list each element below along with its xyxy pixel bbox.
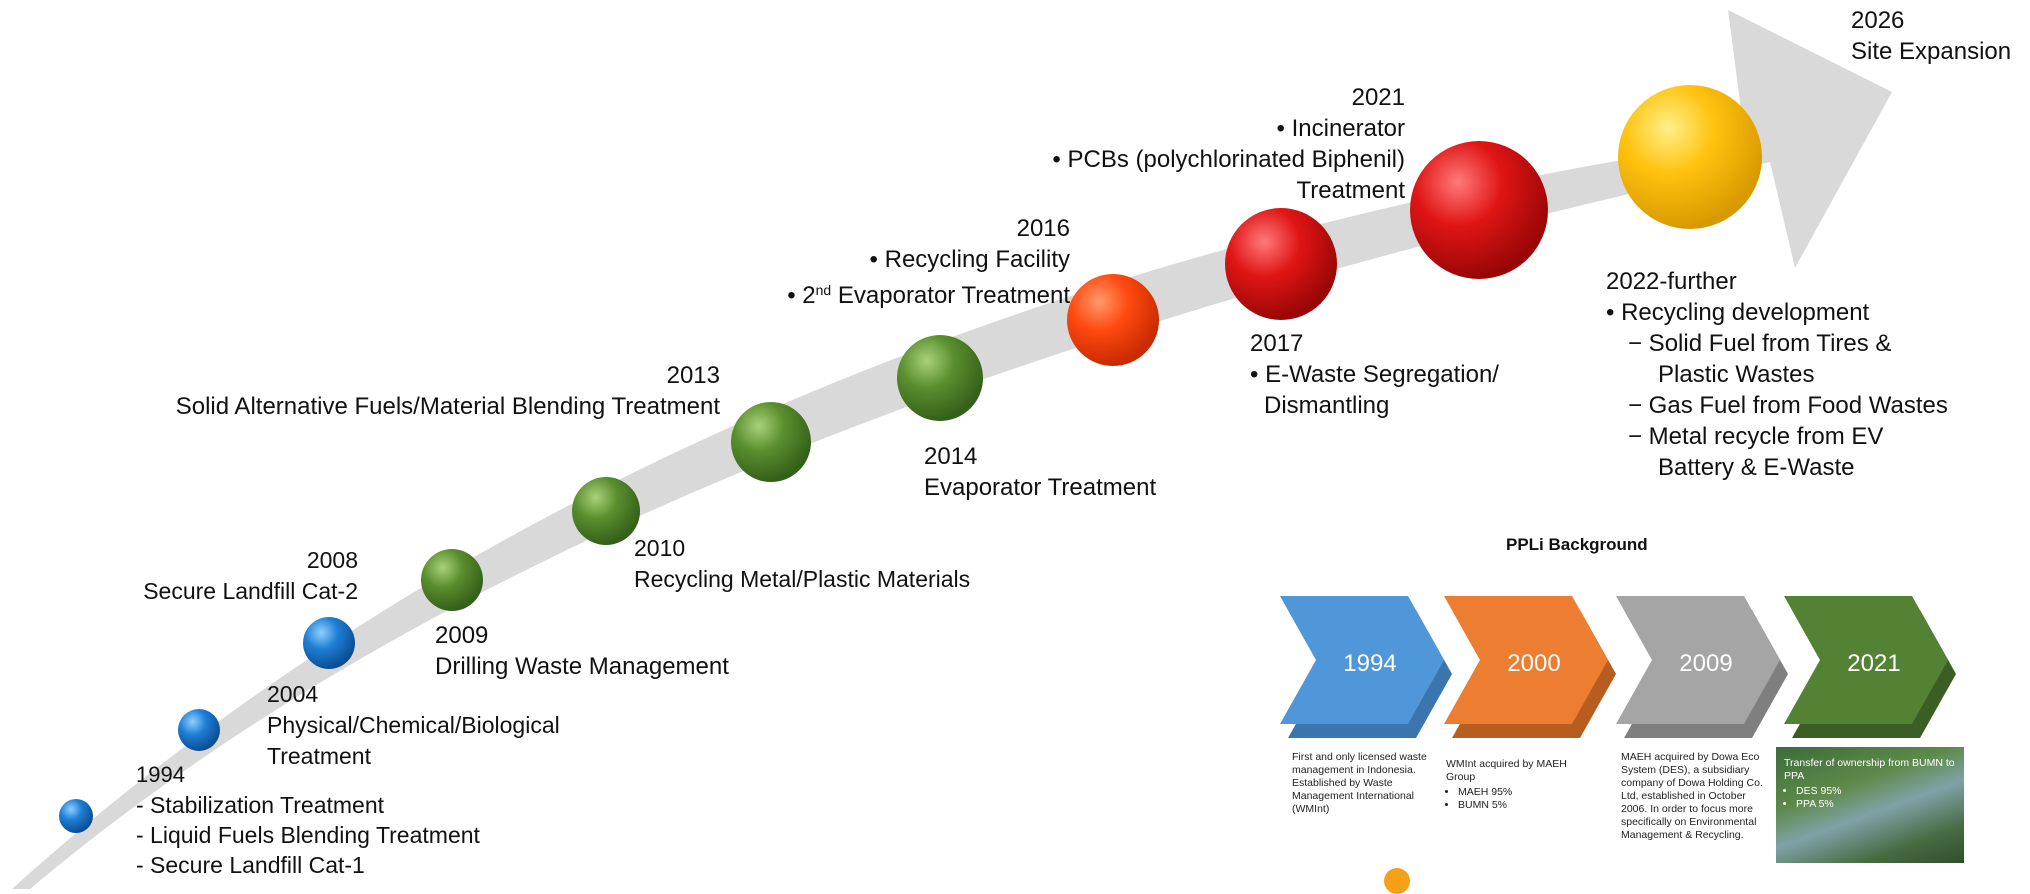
item-2022-1: • Recycling development (1606, 299, 1870, 326)
label-2008: 2008 Secure Landfill Cat-2 (100, 545, 358, 607)
item-2017-1b: Dismantling (1264, 392, 1390, 419)
ball-1994 (59, 799, 93, 833)
label-2010: 2010 Recycling Metal/Plastic Materials (634, 533, 970, 595)
ppli-chevrons: 1994 2000 2009 2021 (1280, 596, 1956, 738)
label-2013: 2013 Solid Alternative Fuels/Material Bl… (100, 360, 720, 422)
year-2009: 2009 (435, 622, 489, 649)
label-2021: 2021 • Incinerator • PCBs (polychlorinat… (950, 82, 1405, 206)
label-2016: 2016 • Recycling Facility • 2nd Evaporat… (700, 213, 1070, 311)
item-2021-2b: Treatment (1296, 177, 1405, 204)
chevron-2021-year: 2021 (1847, 650, 1900, 677)
ball-2004 (178, 709, 220, 751)
ppli-desc-2000-item-2: BUMN 5% (1458, 799, 1596, 812)
chevron-2009: 2009 (1616, 596, 1788, 738)
ball-2016 (1067, 274, 1159, 366)
label-2009: 2009 Drilling Waste Management (435, 620, 729, 682)
year-2022: 2022-further (1606, 268, 1737, 295)
ppli-desc-2000-item-1: MAEH 95% (1458, 786, 1596, 799)
item-2016-2: • 2nd Evaporator Treatment (787, 282, 1070, 309)
year-2010: 2010 (634, 535, 686, 561)
ppli-photo-2021: Transfer of ownership from BUMN to PPA D… (1776, 747, 1964, 863)
ball-2014 (897, 335, 983, 421)
label-2017: 2017 • E-Waste Segregation/ Dismantling (1250, 328, 1499, 421)
ppli-desc-2009-text: MAEH acquired by Dowa Eco System (DES), … (1621, 751, 1763, 841)
label-2004: 2004 Physical/Chemical/Biological Treatm… (267, 679, 560, 772)
item-1994-1: - Stabilization Treatment (136, 792, 385, 818)
year-1994: 1994 (136, 762, 185, 787)
ball-2017 (1225, 208, 1337, 320)
ball-2010 (572, 477, 640, 545)
ppli-desc-2021-item-2: PPA 5% (1796, 798, 1956, 811)
ppli-desc-1994-text: First and only licensed waste management… (1292, 751, 1427, 815)
sub-2022-3a: − Metal recycle from EV (1628, 423, 1884, 450)
year-2013: 2013 (666, 362, 720, 389)
year-2008: 2008 (306, 547, 358, 573)
item-1994-2: - Liquid Fuels Blending Treatment (136, 822, 480, 848)
ball-2021 (1410, 141, 1548, 279)
label-2014: 2014 Evaporator Treatment (924, 441, 1156, 503)
ball-2013 (731, 402, 811, 482)
year-2004: 2004 (267, 681, 319, 707)
company-logo-mark (1384, 868, 1410, 894)
chevron-2021: 2021 (1784, 596, 1956, 738)
item-2021-1: • Incinerator (1276, 115, 1405, 142)
milestone-balls (59, 85, 1762, 833)
item-2004-1: Physical/Chemical/Biological (267, 712, 560, 738)
ball-2022 (1618, 85, 1762, 229)
item-2022-1-text: Recycling development (1621, 299, 1870, 326)
item-2008-1: Secure Landfill Cat-2 (143, 578, 358, 604)
label-1994: 1994 - Stabilization Treatment - Liquid … (136, 760, 480, 880)
year-2016: 2016 (1016, 215, 1070, 242)
ppli-background-title: PPLi Background (1506, 535, 1648, 554)
item-1994-3: - Secure Landfill Cat-1 (136, 852, 365, 878)
ppli-desc-2000-text: WMInt acquired by MAEH Group (1446, 758, 1567, 783)
chevron-2000: 2000 (1444, 596, 1616, 738)
label-2022: 2022-further • Recycling development − S… (1606, 266, 1948, 483)
ppli-desc-2009: MAEH acquired by Dowa Eco System (DES), … (1621, 751, 1771, 842)
ball-2009 (421, 549, 483, 611)
item-2021-1-text: Incinerator (1291, 115, 1405, 142)
ball-2008 (303, 617, 355, 669)
item-2009-1: Drilling Waste Management (435, 653, 729, 680)
chevron-1994-year: 1994 (1343, 650, 1396, 677)
sub-2022-1b: Plastic Wastes (1658, 361, 1815, 388)
chevron-1994: 1994 (1280, 596, 1452, 738)
item-2004-2: Treatment (267, 743, 371, 769)
item-2026-1: Site Expansion (1851, 38, 2012, 65)
item-2013-1: Solid Alternative Fuels/Material Blendin… (175, 393, 720, 420)
chevron-2009-year: 2009 (1679, 650, 1732, 677)
year-2021: 2021 (1351, 84, 1405, 111)
ppli-desc-2021-item-1: DES 95% (1796, 785, 1956, 798)
year-2014: 2014 (924, 443, 978, 470)
ppli-desc-2000: WMInt acquired by MAEH Group MAEH 95% BU… (1446, 758, 1596, 812)
item-2021-2: • PCBs (polychlorinated Biphenil) (1052, 146, 1405, 173)
sub-2022-1a: − Solid Fuel from Tires & (1628, 330, 1892, 357)
item-2010-1: Recycling Metal/Plastic Materials (634, 566, 971, 592)
sub-2022-3b: Battery & E-Waste (1658, 454, 1855, 481)
ppli-desc-2021-text: Transfer of ownership from BUMN to PPA (1784, 757, 1955, 782)
ppli-desc-1994: First and only licensed waste management… (1292, 751, 1442, 816)
chevron-2000-year: 2000 (1507, 650, 1560, 677)
item-2016-1-text: Recycling Facility (884, 246, 1070, 273)
item-2014-1: Evaporator Treatment (924, 474, 1157, 501)
year-2017: 2017 (1250, 330, 1304, 357)
sub-2022-2: − Gas Fuel from Food Wastes (1628, 392, 1948, 419)
year-2026: 2026 (1851, 7, 1905, 34)
label-2026: 2026 Site Expansion (1851, 5, 2011, 67)
item-2016-1: • Recycling Facility (869, 246, 1070, 273)
item-2017-1: • E-Waste Segregation/ (1250, 361, 1499, 388)
